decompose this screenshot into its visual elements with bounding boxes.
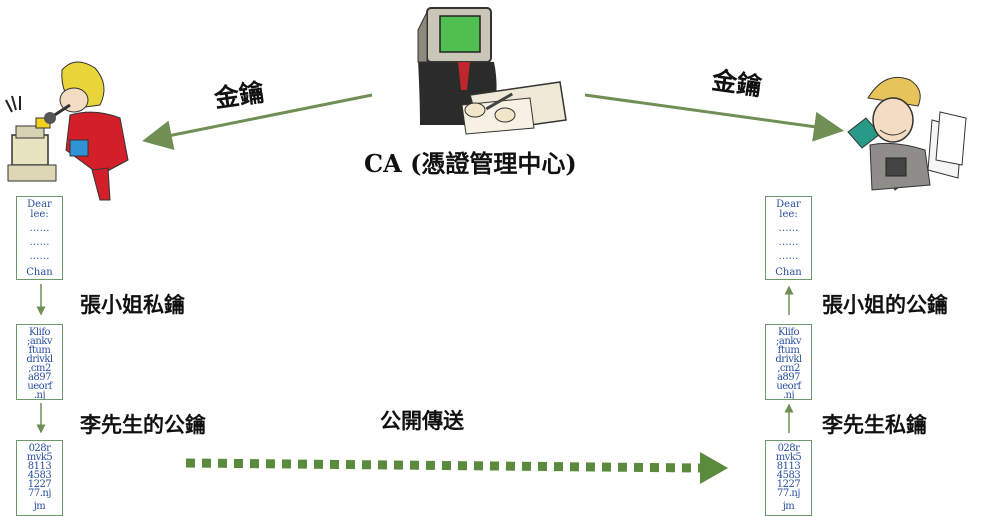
doc-line: Klifo (28, 327, 51, 338)
doc-line: drivkl (26, 354, 53, 365)
key-label-left: 金鑰 (212, 77, 266, 114)
public-transmit-label: 公開傳送 (380, 409, 464, 433)
doc-line: mvk5 (775, 452, 802, 463)
doc-line: …… (778, 223, 799, 234)
doc-line: ,cm2 (28, 363, 51, 374)
doc-line: …… (778, 251, 799, 262)
doc-line: ;ankv (776, 336, 801, 347)
doc-line: ftum (28, 345, 51, 356)
doc-line: 8113 (776, 461, 801, 472)
ca-label: CA (憑證管理中心) (364, 149, 577, 178)
doc-line: 8113 (27, 461, 52, 472)
sender-private-key-label: 張小姐私鑰 (80, 293, 185, 317)
right-cipher-document-2: 028r mvk5 8113 4583 1227 77.nj jm (765, 440, 812, 516)
key-label-right: 金鑰 (710, 65, 764, 102)
doc-line: …… (778, 237, 799, 248)
ca-to-sender-arrow (142, 93, 373, 150)
doc-line: Dear (27, 199, 52, 210)
doc-line: 77.nj (28, 488, 51, 499)
doc-line: mvk5 (26, 452, 53, 463)
receiver-public-key-label: 李先生的公鑰 (80, 413, 206, 437)
sender-public-key-label: 張小姐的公鑰 (822, 293, 948, 317)
left-plain-document: Dear lee: …… …… …… Chan (16, 196, 63, 280)
left-cipher-document-2: 028r mvk5 8113 4583 1227 77.nj jm (16, 440, 63, 516)
doc-line: 4583 (27, 470, 52, 481)
doc-line: .nj (782, 390, 795, 400)
doc-line: .nj (33, 390, 46, 400)
ca-to-receiver-arrow (584, 93, 844, 142)
transmit-arrowhead (700, 452, 728, 484)
doc-line: 028r (28, 443, 51, 454)
doc-line: jm (782, 501, 795, 512)
doc-line: …… (29, 223, 50, 234)
receiver-private-key-label: 李先生私鑰 (822, 413, 927, 437)
left-cipher-document-1: Klifo ;ankv ftum drivkl ,cm2 a897 ueorf … (16, 324, 63, 400)
doc-line: 4583 (776, 470, 801, 481)
doc-line: …… (29, 251, 50, 262)
doc-line: Chan (775, 267, 802, 278)
right-plain-document: Dear lee: …… …… …… Chan (765, 196, 812, 280)
doc-line: 028r (777, 443, 800, 454)
doc-line: ;ankv (27, 336, 52, 347)
doc-line: a897 (776, 372, 801, 383)
doc-line: ueorf (776, 381, 801, 392)
doc-line: …… (29, 237, 50, 248)
doc-line: lee: (30, 209, 49, 220)
doc-line: ftum (777, 345, 800, 356)
doc-line: a897 (27, 372, 52, 383)
right-cipher-document-1: Klifo ;ankv ftum drivkl ,cm2 a897 ueorf … (765, 324, 812, 400)
doc-line: Chan (26, 267, 53, 278)
doc-line: drivkl (775, 354, 802, 365)
doc-line: Klifo (777, 327, 800, 338)
doc-line: 77.nj (777, 488, 800, 499)
doc-line: ueorf (27, 381, 52, 392)
doc-line: 1227 (27, 479, 52, 490)
doc-line: lee: (779, 209, 798, 220)
doc-line: jm (33, 501, 46, 512)
doc-line: ,cm2 (777, 363, 800, 374)
doc-line: Dear (776, 199, 801, 210)
doc-line: 1227 (776, 479, 801, 490)
transmit-dotted-arrow (185, 458, 701, 473)
